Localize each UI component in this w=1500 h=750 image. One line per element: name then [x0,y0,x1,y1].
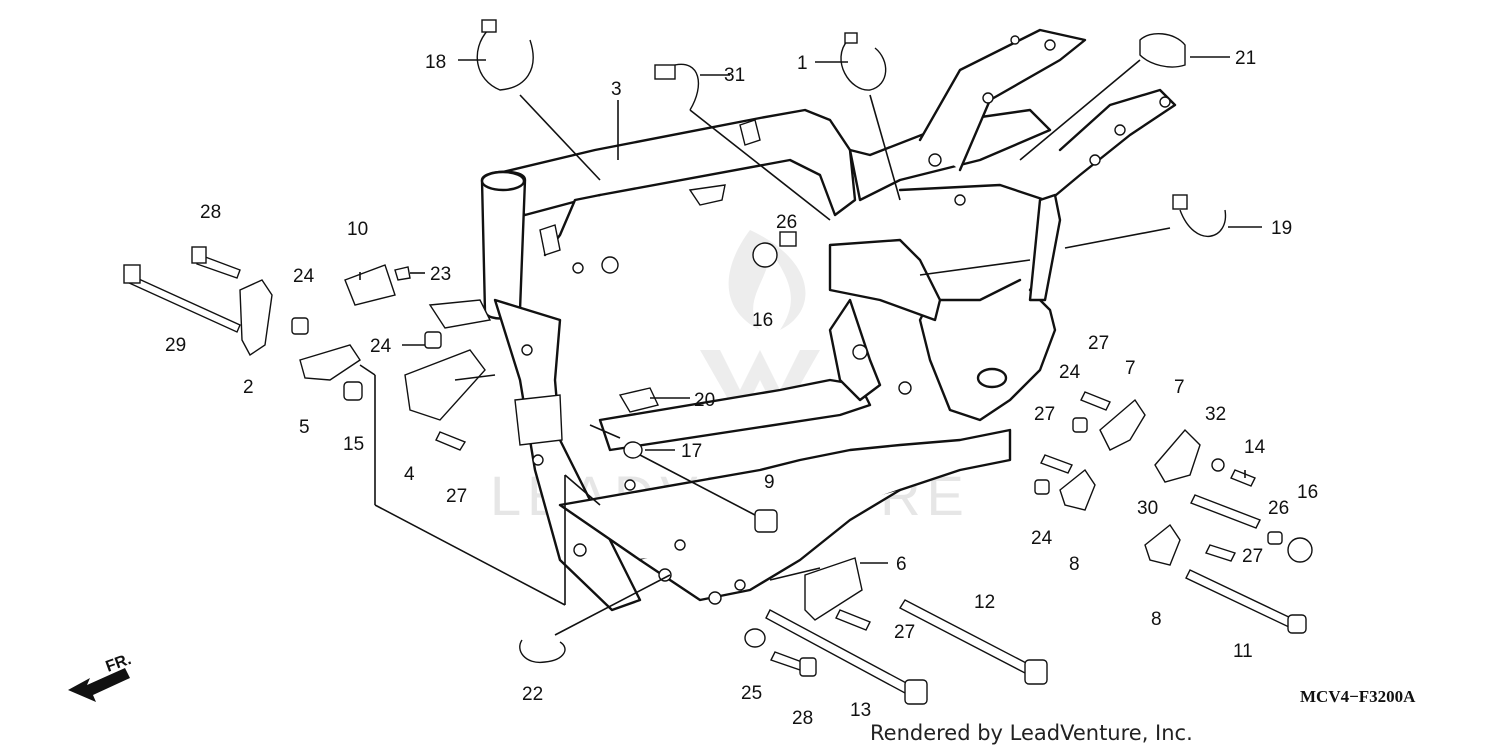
clip-20-part [618,387,659,413]
callout-13: 13 [850,700,871,721]
callout-11: 11 [1233,641,1253,662]
callout-6: 6 [896,554,907,575]
callout-8b: 8 [1151,609,1162,630]
callout-24d: 24 [1031,528,1053,549]
front-direction-label: FR. [104,651,134,676]
callout-1: 1 [797,53,808,74]
plate-7a-part [1099,398,1146,451]
bracket-6-part [804,557,863,621]
bracket-4-part [404,349,486,421]
washer-17-part [623,441,643,459]
callout-27b: 27 [1088,333,1109,354]
plate-8a-part [1059,468,1096,511]
callout-32: 32 [1205,404,1226,425]
callout-17: 17 [681,441,702,462]
callout-labels: 1 2 3 4 5 6 7 7 8 8 9 10 11 12 13 14 15 … [165,48,1318,729]
callout-7b: 7 [1174,377,1185,398]
callout-26b: 26 [1268,498,1289,519]
bracket-10-part [344,264,396,306]
callout-2: 2 [243,377,254,398]
front-direction-arrow [68,668,130,702]
callout-28a: 28 [200,202,221,223]
clip-1-part [840,39,887,91]
callout-18: 18 [425,52,446,73]
callout-24c: 24 [1059,362,1081,383]
bracket-2-part [239,279,273,357]
loose-parts [68,19,1313,705]
callout-14: 14 [1244,437,1266,458]
callout-22: 22 [522,684,543,705]
main-frame-illustration [428,28,1177,612]
callout-30: 30 [1137,498,1158,519]
collar-9-part [754,509,778,533]
callout-4: 4 [404,464,415,485]
clip-22-part [519,639,566,664]
render-credit: Rendered by LeadVenture, Inc. [870,721,1193,745]
clamp-18-head [481,19,497,33]
callout-29: 29 [165,335,186,356]
callout-5: 5 [299,417,310,438]
callout-27e: 27 [894,622,915,643]
leader-lines [359,56,1262,636]
callout-31: 31 [724,65,745,86]
callout-28b: 28 [792,708,813,729]
callout-25: 25 [741,683,762,704]
callout-26a: 26 [776,212,797,233]
diagram-code: MCV4−F3200A [1300,687,1416,706]
callout-24a: 24 [293,266,315,287]
plate-7b-part [1154,428,1201,483]
bracket-5-part [299,344,361,381]
callout-3: 3 [611,79,622,100]
clamp-31-part [674,63,700,111]
clamp-19-part [1179,209,1227,238]
callout-19: 19 [1271,218,1292,239]
callout-27c: 27 [1034,404,1055,425]
callout-15: 15 [343,434,364,455]
callout-27d: 27 [1242,546,1263,567]
callout-16b: 16 [1297,482,1318,503]
callout-20: 20 [694,390,715,411]
callout-12: 12 [974,592,995,613]
callout-10: 10 [347,219,368,240]
callout-8a: 8 [1069,554,1080,575]
callout-24b: 24 [370,336,392,357]
clamp-21-part [1139,33,1186,68]
callout-9: 9 [764,472,775,493]
callout-16a: 16 [752,310,773,331]
clamp-18-part [476,29,534,91]
callout-27a: 27 [446,486,467,507]
callout-21: 21 [1235,48,1256,69]
plate-8b-part [1144,523,1181,566]
callout-7a: 7 [1125,358,1136,379]
callout-23: 23 [430,264,451,285]
